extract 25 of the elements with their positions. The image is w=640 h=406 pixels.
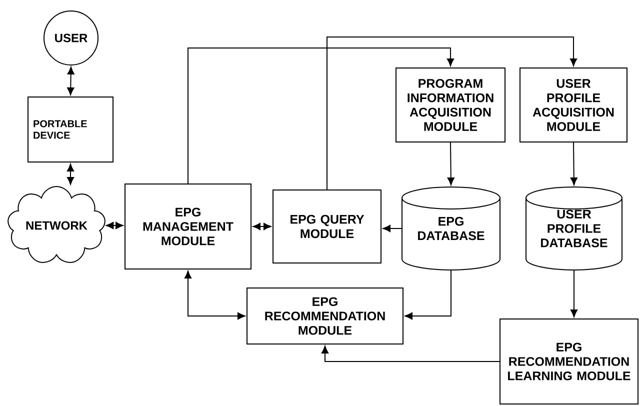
module-box: EPG RECOMMENDATION LEARNING MODULE [500, 318, 638, 404]
arrow [382, 224, 402, 232]
arrow [326, 36, 578, 190]
arrow [252, 222, 272, 230]
node-label: USER PROFILE DATABASE [541, 210, 608, 248]
network-cloud: NETWORK [8, 186, 106, 263]
arrow [188, 48, 454, 184]
arrow [447, 142, 454, 186]
database-cylinder: USER PROFILE DATABASE [526, 186, 622, 270]
arrow [321, 346, 500, 362]
arrow [106, 222, 124, 230]
arrow [570, 270, 578, 318]
arrow [570, 142, 578, 186]
arrow [67, 66, 74, 96]
arrow [404, 270, 452, 320]
arrow [184, 270, 246, 320]
device-box: PORTABLE DEVICE [28, 96, 114, 162]
module-box: EPG RECOMMENDATION MODULE [246, 287, 404, 344]
module-box: EPG QUERY MODULE [272, 190, 382, 264]
module-box: EPG MANAGEMENT MODULE [124, 183, 252, 270]
arrow [66, 164, 74, 185]
node-label: EPG DATABASE [418, 216, 484, 240]
module-box: PROGRAM INFORMATION ACQUISITION MODULE [396, 68, 506, 142]
module-box: USER PROFILE ACQUISITION MODULE [520, 68, 628, 142]
database-cylinder: EPG DATABASE [402, 186, 500, 270]
